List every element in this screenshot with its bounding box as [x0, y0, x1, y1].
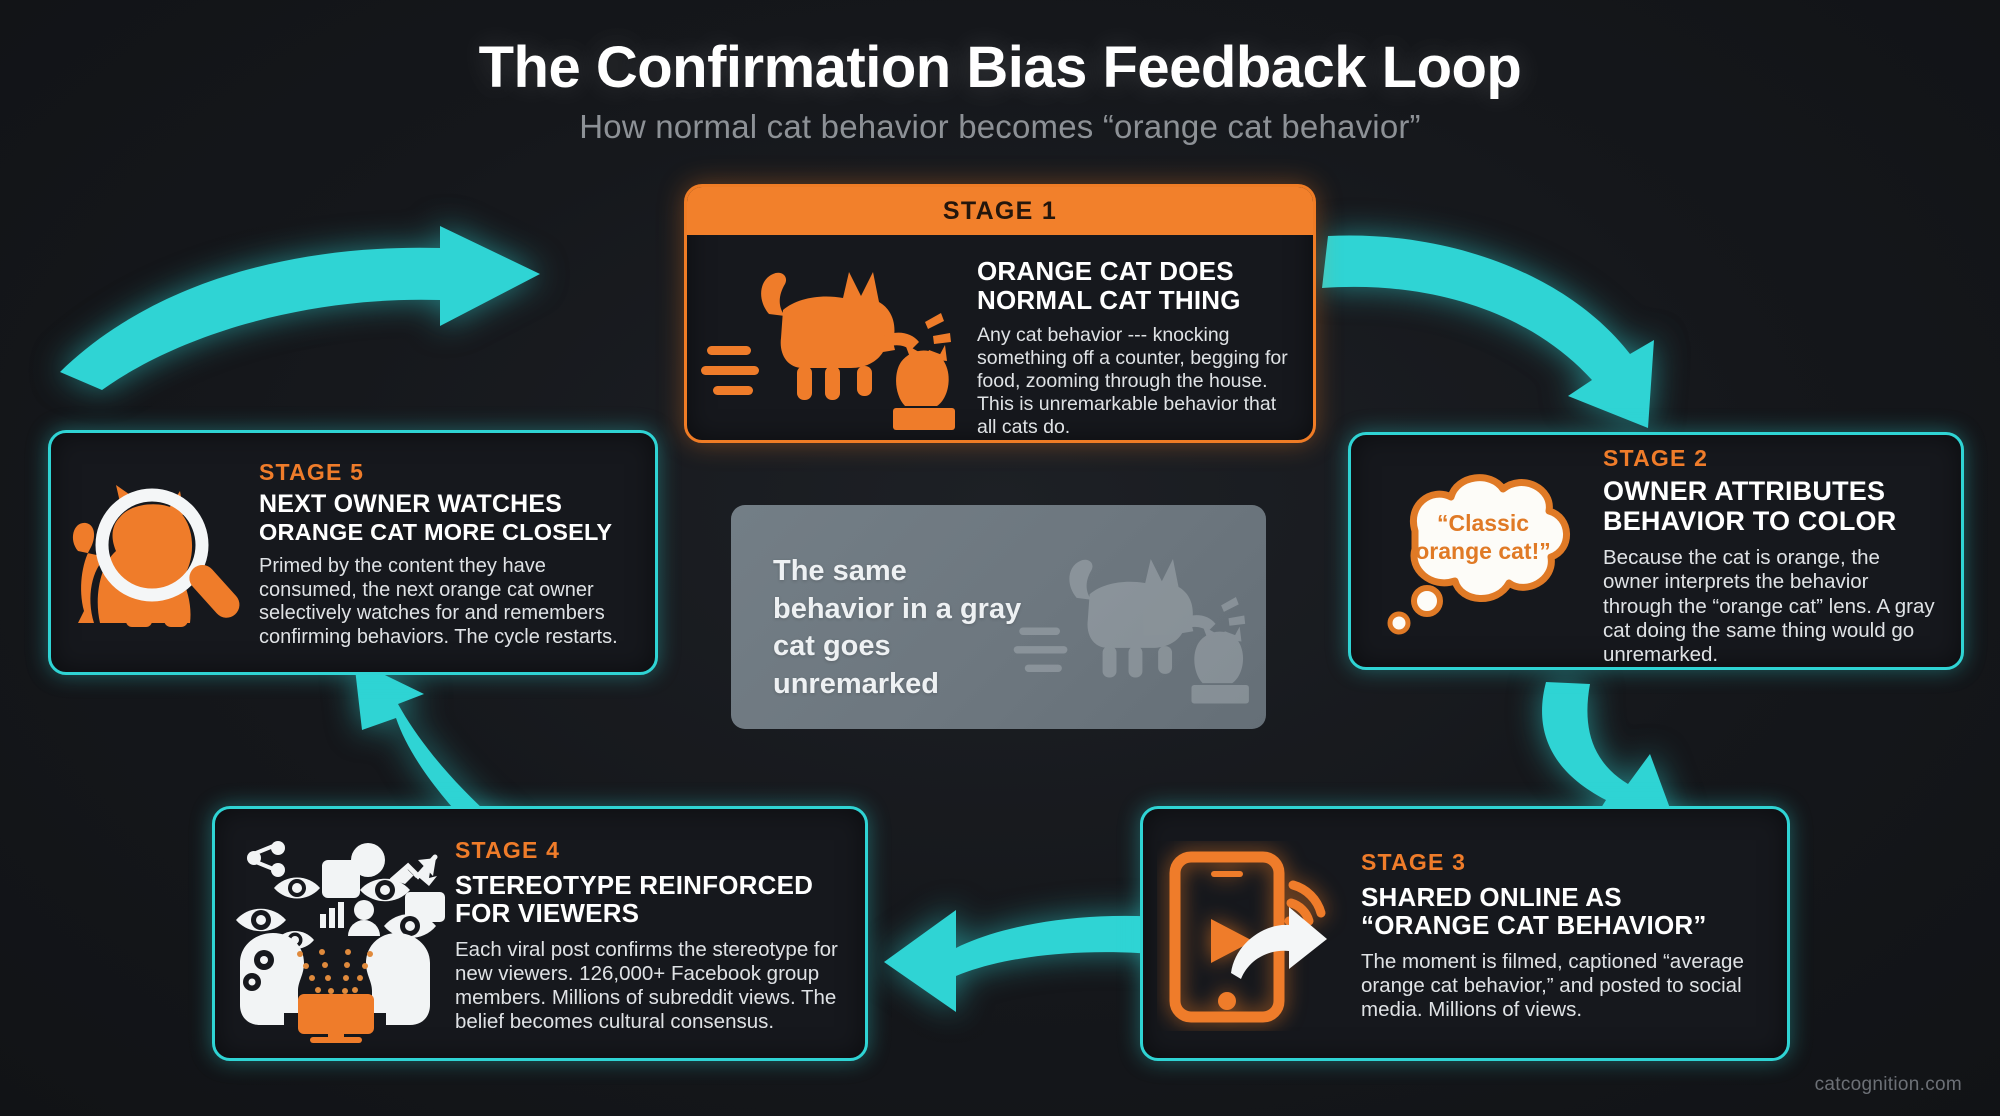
stage-5-body: Primed by the content they have consumed… [259, 555, 618, 648]
facebook-icon [351, 843, 385, 877]
stage-card-4[interactable]: STAGE 4 STEREOTYPE REINFORCED FOR VIEWER… [212, 806, 868, 1061]
stage-3-heading: SHARED ONLINE AS “ORANGE CAT BEHAVIOR” [1361, 881, 1707, 941]
eye-icon [274, 877, 320, 899]
head-gears-icon [240, 933, 304, 1025]
stage-2-label: STAGE 2 [1603, 444, 1709, 471]
stage-card-5[interactable]: STAGE 5 NEXT OWNER WATCHES ORANGE CAT MO… [48, 430, 658, 675]
arrow-stage2-to-stage3 [1530, 680, 1730, 835]
stage-2-body: Because the cat is orange, the owner int… [1603, 546, 1935, 666]
stage-card-2[interactable]: “Classic orange cat!” STAGE 2 OWNER ATTR… [1348, 432, 1964, 670]
stage-4-label: STAGE 4 [455, 836, 561, 863]
monitor-icon [298, 994, 374, 1043]
thought-bubble-icon: “Classic orange cat!” [1351, 459, 1603, 649]
orange-cat-knocking-object-icon [687, 247, 977, 432]
share-icon [247, 841, 285, 877]
eye-icon [384, 914, 436, 938]
bar-chart-icon [320, 902, 344, 928]
source-attribution: catcognition.com [1814, 1074, 1962, 1095]
magnifier-over-cat-icon [51, 465, 259, 645]
trending-up-icon [389, 854, 438, 886]
stage-2-heading: OWNER ATTRIBUTES BEHAVIOR TO COLOR [1603, 475, 1897, 536]
gray-cat-knocking-object-icon [1010, 533, 1260, 716]
phone-share-broadcast-icon [1143, 841, 1361, 1031]
stage-5-heading: NEXT OWNER WATCHES ORANGE CAT MORE CLOSE… [259, 490, 613, 545]
page-title: The Confirmation Bias Feedback Loop [478, 35, 1522, 100]
social-virality-eyes-monitor-icon [215, 828, 455, 1043]
eye-icon [360, 878, 410, 902]
stage-3-label: STAGE 3 [1361, 848, 1467, 875]
stage-card-1[interactable]: STAGE 1 [684, 184, 1316, 443]
eye-icon [236, 908, 286, 932]
center-callout-panel: The same behavior in a gray cat goes unr… [731, 505, 1266, 729]
person-icon [348, 900, 380, 936]
thought-bubble-line-2: orange cat!” [1415, 538, 1550, 564]
stage-1-banner-label: STAGE 1 [687, 187, 1313, 235]
page-subtitle: How normal cat behavior becomes “orange … [579, 108, 1421, 145]
arrow-stage3-to-stage4 [880, 900, 1180, 1020]
stage-1-body: Any cat behavior --- knocking something … [977, 324, 1288, 439]
arrow-stage5-to-stage1 [40, 222, 560, 392]
stage-3-body: The moment is filmed, captioned “average… [1361, 949, 1744, 1022]
linkedin-icon [322, 860, 360, 898]
stage-4-heading: STEREOTYPE REINFORCED FOR VIEWERS [455, 869, 814, 929]
center-callout-text: The same behavior in a gray cat goes unr… [773, 555, 1022, 701]
arrow-stage1-to-stage2 [1318, 222, 1738, 432]
stage-card-3[interactable]: STAGE 3 SHARED ONLINE AS “ORANGE CAT BEH… [1140, 806, 1790, 1061]
stage-1-heading: ORANGE CAT DOES NORMAL CAT THING [977, 256, 1241, 315]
stage-5-label: STAGE 5 [259, 459, 365, 486]
stage-4-body: Each viral post confirms the stereotype … [455, 937, 838, 1034]
head-icon [366, 933, 430, 1025]
thought-bubble-line-1: “Classic [1437, 510, 1529, 536]
